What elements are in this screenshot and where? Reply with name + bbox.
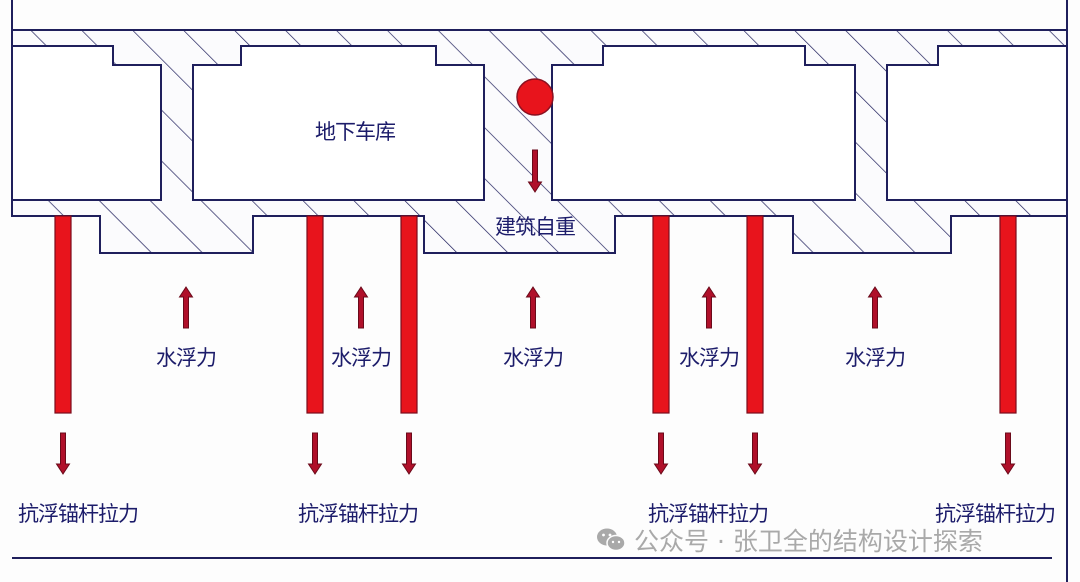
watermark: 公众号 · 张卫全的结构设计探索 <box>596 522 983 558</box>
anchor-tension-arrow-down <box>653 432 669 475</box>
garage-room-2 <box>192 45 485 201</box>
garage-room-4 <box>886 45 1068 201</box>
anchor-tension-arrow-down <box>747 432 763 475</box>
anchor-tension-label: 抗浮锚杆拉力 <box>18 502 139 526</box>
buoyancy-arrow-up <box>867 286 883 329</box>
anchor-rod <box>746 215 764 414</box>
anchor-tension-label: 抗浮锚杆拉力 <box>298 502 419 526</box>
self-weight-arrow-down <box>527 149 543 193</box>
anchor-tension-arrow-down <box>307 432 323 475</box>
buoyancy-arrow-up <box>525 286 541 329</box>
self-weight-label: 建筑自重 <box>495 215 576 239</box>
anchor-rod <box>400 215 418 414</box>
garage-label: 地下车库 <box>315 120 396 144</box>
garage-room-1 <box>11 45 162 201</box>
anchor-rod <box>652 215 670 414</box>
buoyancy-label: 水浮力 <box>503 346 564 370</box>
anchor-rod <box>54 215 72 414</box>
buoyancy-label: 水浮力 <box>679 346 740 370</box>
watermark-text: 公众号 · 张卫全的结构设计探索 <box>634 527 983 556</box>
garage-room-3 <box>551 45 856 201</box>
anchor-rod <box>306 215 324 414</box>
anchor-tension-label: 抗浮锚杆拉力 <box>648 502 769 526</box>
buoyancy-label: 水浮力 <box>331 346 392 370</box>
self-weight-point <box>516 78 554 116</box>
wechat-icon <box>596 527 626 553</box>
buoyancy-label: 水浮力 <box>845 346 906 370</box>
anchor-rod <box>999 215 1017 414</box>
buoyancy-arrow-up <box>353 286 369 329</box>
buoyancy-arrow-up <box>178 286 194 329</box>
buoyancy-arrow-up <box>701 286 717 329</box>
anchor-tension-label: 抗浮锚杆拉力 <box>935 502 1056 526</box>
buoyancy-label: 水浮力 <box>156 346 217 370</box>
anchor-tension-arrow-down <box>55 432 71 475</box>
anchor-tension-arrow-down <box>1000 432 1016 475</box>
anchor-tension-arrow-down <box>401 432 417 475</box>
